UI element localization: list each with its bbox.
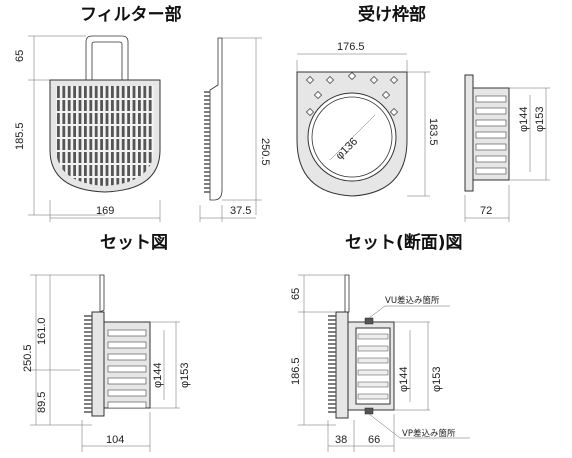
filter-dimensions: 65 185.5 169 250.5 37.5 [14, 35, 271, 222]
dim-frame-height: 183.5 [427, 118, 439, 146]
dim-frame-a: φ144 [518, 107, 530, 133]
title-filter: フィルター部 [80, 4, 182, 25]
dim-section-left: 38 [335, 434, 347, 446]
dim-section-b: φ153 [431, 367, 443, 393]
dim-set-a: φ144 [152, 363, 164, 389]
dim-filter-total: 250.5 [259, 138, 271, 166]
title-frame: 受け枠部 [358, 4, 426, 25]
dim-frame-depth: 72 [480, 205, 492, 217]
section-dimensions: 65 186.5 φ144 φ153 38 66 VU差込み箇所 VP差込み箇所 [290, 274, 470, 452]
set-dimensions: 250.5 161.0 89.5 φ144 φ153 104 [22, 274, 191, 452]
label-vp: VP差込み箇所 [402, 428, 456, 439]
dim-set-b: φ153 [179, 363, 191, 389]
frame-side-dimensions: φ144 φ153 72 [464, 87, 550, 222]
dim-set-total: 250.5 [22, 344, 34, 372]
title-set: セット図 [100, 233, 168, 253]
dim-frame-b: φ153 [534, 107, 546, 133]
dim-section-a: φ144 [398, 367, 410, 393]
dim-filter-width: 169 [96, 205, 114, 217]
filter-side-view [204, 37, 223, 201]
dim-filter-depth: 37.5 [230, 205, 251, 217]
dim-frame-width: 176.5 [337, 41, 365, 53]
frame-front-view [296, 71, 408, 197]
title-section: セット(断面)図 [345, 232, 463, 253]
frame-side-view [464, 74, 510, 192]
dim-section-right: 66 [368, 434, 380, 446]
filter-grid [56, 86, 154, 186]
section-view [328, 274, 395, 419]
set-view [84, 274, 151, 417]
dim-set-lower: 89.5 [36, 392, 48, 413]
dim-section-top: 65 [290, 288, 302, 300]
label-vu: VU差込み箇所 [385, 295, 440, 306]
dim-section-body: 186.5 [290, 357, 302, 385]
dim-set-upper: 161.0 [36, 317, 48, 345]
dim-filter-body: 185.5 [14, 122, 26, 150]
dim-filter-top: 65 [14, 50, 26, 62]
filter-front-view [49, 35, 161, 193]
dim-set-depth: 104 [106, 434, 124, 446]
